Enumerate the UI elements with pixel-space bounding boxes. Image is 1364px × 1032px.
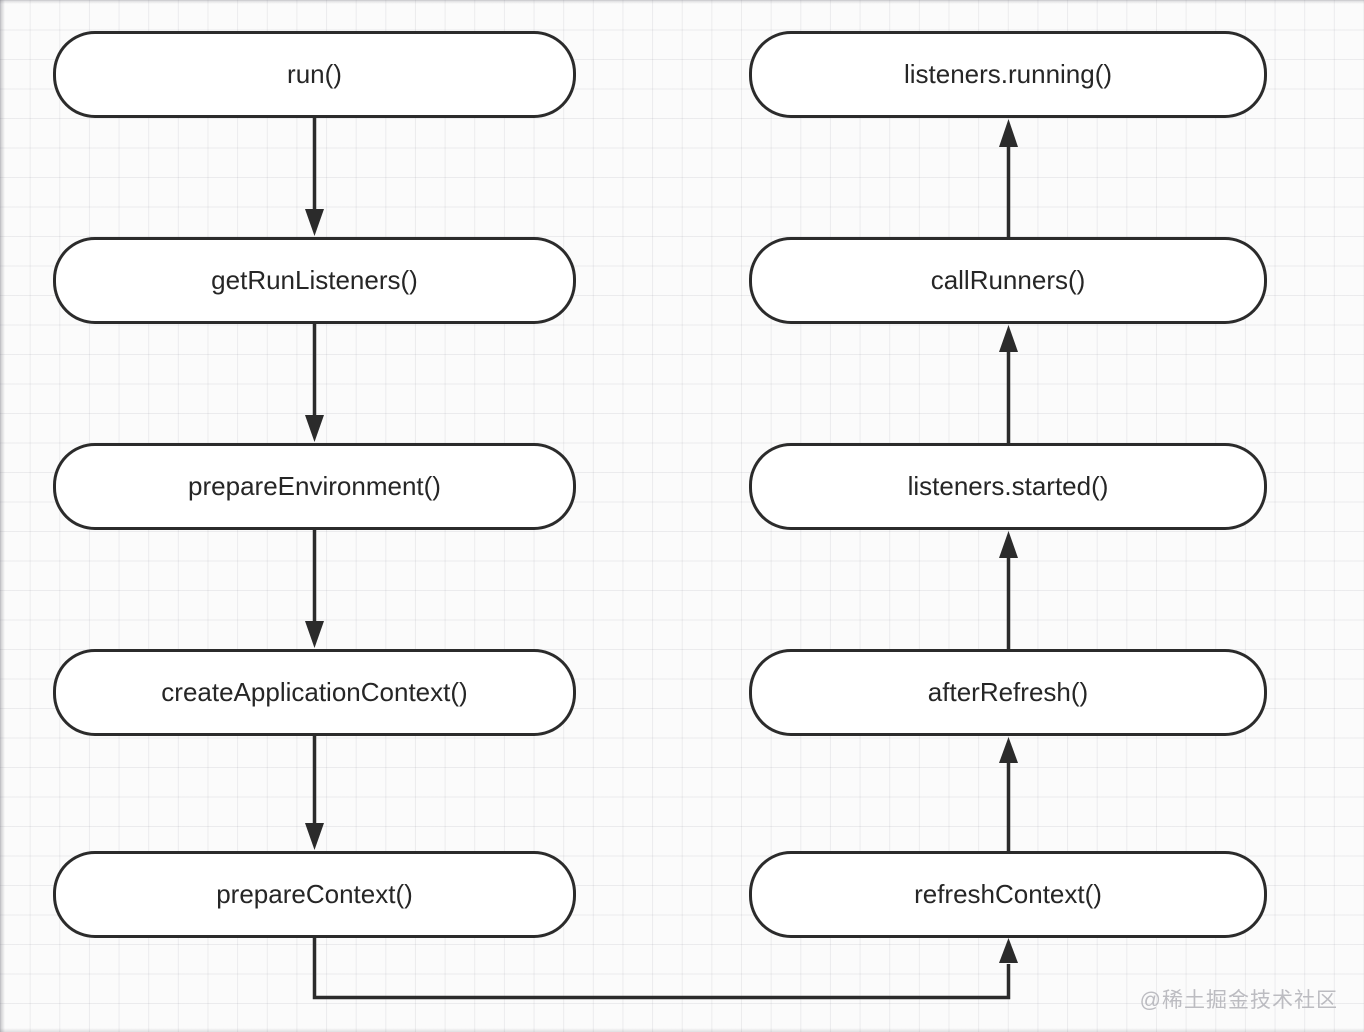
arrow-prepareenvironment-to-createapplicationcontext bbox=[305, 530, 324, 648]
node-prepare-context: prepareContext() bbox=[53, 851, 576, 938]
arrow-preparecontext-to-refreshcontext bbox=[312, 936, 1018, 1000]
node-create-application-context: createApplicationContext() bbox=[53, 649, 576, 736]
page-edge-top bbox=[0, 0, 1364, 4]
page-edge-left bbox=[0, 0, 5, 1032]
arrow-run-to-getrunlisteners bbox=[305, 118, 324, 236]
node-run: run() bbox=[53, 31, 576, 118]
node-listeners-started: listeners.started() bbox=[749, 443, 1267, 530]
arrow-getrunlisteners-to-prepareenvironment bbox=[305, 324, 324, 442]
arrow-listenersstarted-to-callrunners bbox=[999, 325, 1018, 443]
node-after-refresh: afterRefresh() bbox=[749, 649, 1267, 736]
arrow-createapplicationcontext-to-preparecontext bbox=[305, 736, 324, 850]
node-refresh-context: refreshContext() bbox=[749, 851, 1267, 938]
page-edge-bottom bbox=[0, 1028, 1364, 1032]
node-listeners-running: listeners.running() bbox=[749, 31, 1267, 118]
node-call-runners: callRunners() bbox=[749, 237, 1267, 324]
arrow-refreshcontext-to-afterrefresh bbox=[999, 737, 1018, 851]
arrow-afterrefresh-to-listenersstarted bbox=[999, 531, 1018, 649]
node-get-run-listeners: getRunListeners() bbox=[53, 237, 576, 324]
watermark: @稀土掘金技术社区 bbox=[1139, 989, 1338, 1012]
node-prepare-environment: prepareEnvironment() bbox=[53, 443, 576, 530]
arrow-callrunners-to-listenersrunning bbox=[999, 119, 1018, 237]
